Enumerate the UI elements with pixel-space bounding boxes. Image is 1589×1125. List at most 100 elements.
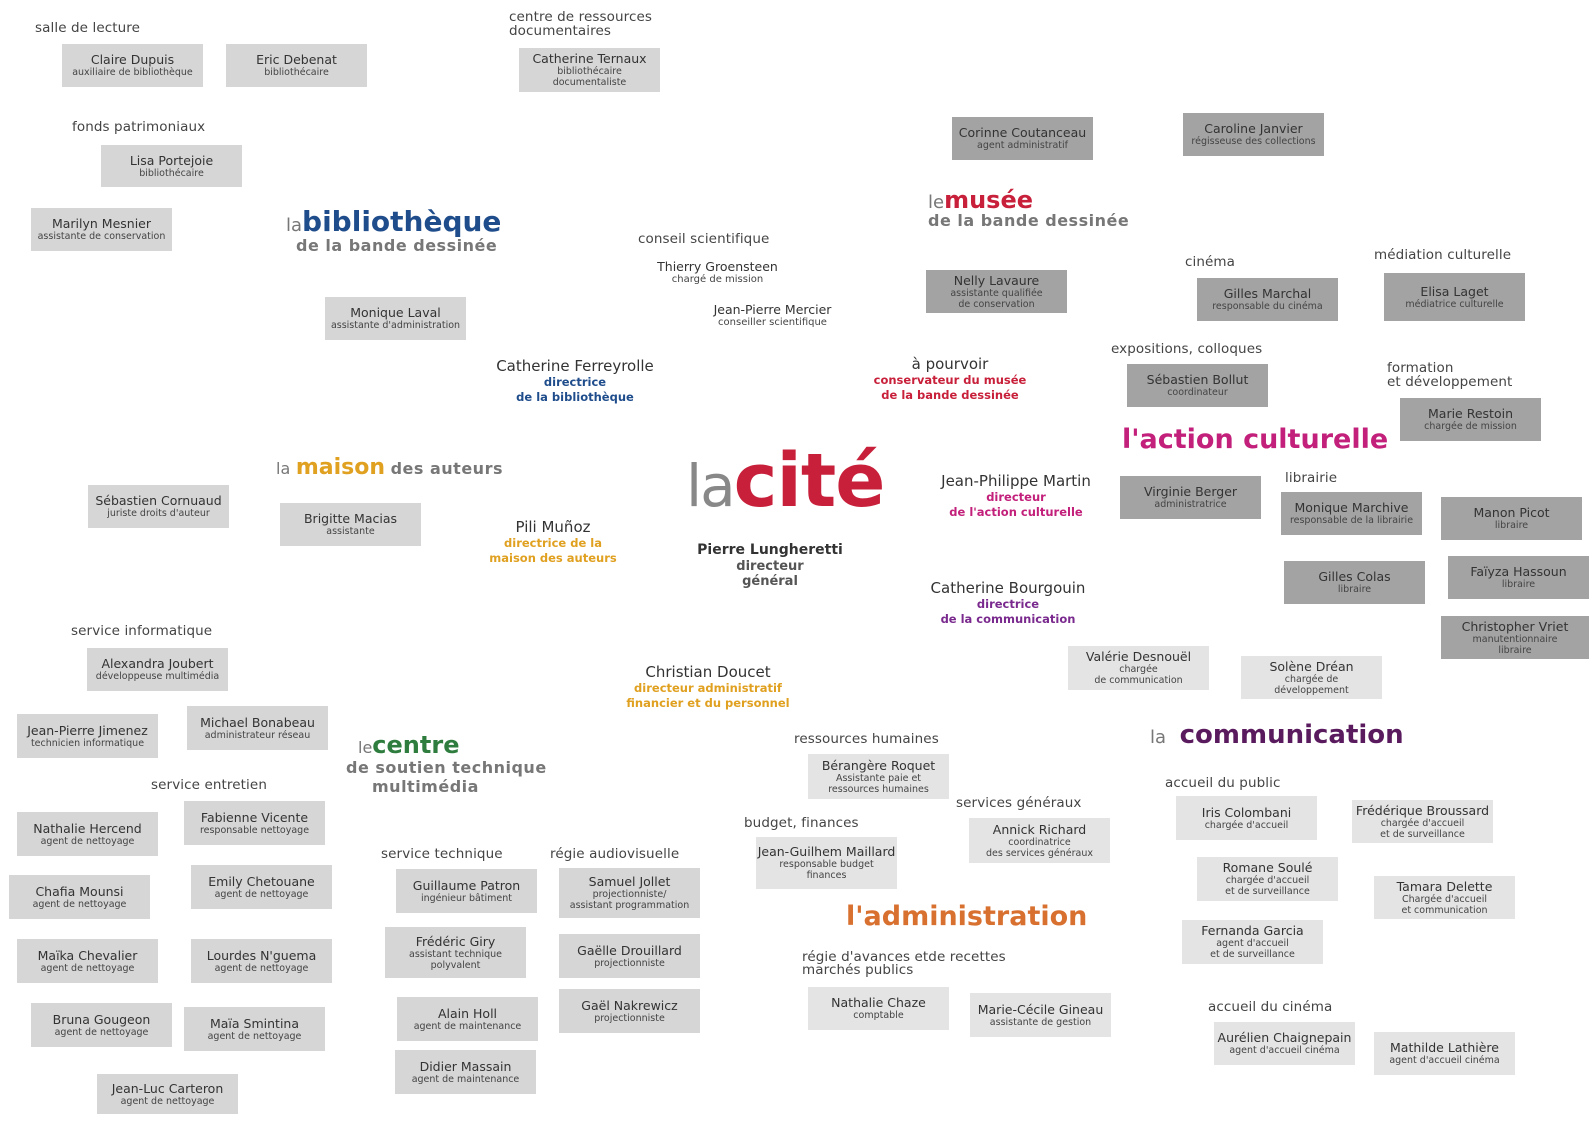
person-box-mesnier: Marilyn Mesnier assistante de conservati… [31,208,172,251]
logo-centre-main: centre [372,731,460,759]
person-box-drean: Solène Dréan chargée de développement [1241,656,1382,699]
logo-maison-main: maison [295,455,386,480]
leader-communication-name: Catherine Bourgouin [930,579,1086,597]
person-name: Maïka Chevalier [37,947,138,963]
person-box-nguema: Lourdes N'guema agent de nettoyage [191,939,332,983]
person-box-broussard: Frédérique Broussard chargée d'accueil e… [1352,800,1493,843]
person-role: bibliothécaire [139,167,204,179]
person-box-colombani: Iris Colombani chargée d'accueil [1176,796,1317,840]
header-services-generaux: services généraux [956,795,1082,811]
person-role: agent de maintenance [411,1073,520,1085]
person-name: Nelly Lavaure [953,272,1040,288]
person-role: responsable de la librairie [1289,515,1414,526]
person-role: projectionniste/ [592,889,667,900]
leader-maison: Pili Muñoz directrice de la maison des a… [483,518,623,566]
person-role: assistant programmation [569,900,690,911]
person-role: bibliothécaire [264,67,329,78]
person-name: Bruna Gougeon [52,1011,151,1027]
leader-maison-name: Pili Muñoz [515,518,591,536]
person-name: Gilles Colas [1318,569,1391,584]
person-box-roquet: Bérangère Roquet Assistante paie et ress… [808,754,949,799]
person-box-soule: Romane Soulé chargée d'accueil et de sur… [1197,857,1338,901]
person-name: Nathalie Hercend [33,820,142,836]
person-role: agent d'accueil cinéma [1229,1045,1340,1056]
person-box-hassoun: Faïyza Hassoun libraire [1448,556,1589,599]
logo-centre-sub1: de soutien technique [346,758,547,777]
person-box-drouillard: Gaëlle Drouillard projectionniste [559,934,700,978]
person-role: chargé de mission [671,274,764,285]
person-box-coutanceau: Corinne Coutanceau agent administratif [952,117,1093,160]
person-name: Monique Marchive [1294,500,1409,515]
leader-administration-name: Christian Doucet [645,663,771,681]
leader-action-culturelle: Jean-Philippe Martin directeur de l'acti… [930,472,1102,520]
person-role: technicien informatique [30,737,145,749]
person-name: Romane Soulé [1222,860,1313,875]
person-role: bibliothécaire [557,66,622,77]
person-box-vicente: Fabienne Vicente responsable nettoyage [184,801,325,845]
person-box-delette: Tamara Delette Chargée d'accueil et comm… [1374,876,1515,919]
logo-musee-sub: de la bande dessinée [928,211,1130,230]
person-name: Eric Debenat [256,52,337,67]
person-role: coordinateur [1167,387,1228,398]
person-role: conseiller scientifique [718,317,827,328]
person-role: chargée d'accueil [1225,875,1310,886]
person-name: Corinne Coutanceau [958,125,1087,140]
person-name: Tamara Delette [1396,878,1493,894]
header-regie-avances-2: marchés publics [802,962,914,978]
person-box-bollut: Sébastien Bollut coordinateur [1127,364,1268,407]
person-role: libraire [1494,520,1529,531]
person-box-chetouane: Emily Chetouane agent de nettoyage [191,865,332,909]
person-role: assistante qualifiée [950,287,1043,299]
person-box-chaze: Nathalie Chaze comptable [808,987,949,1030]
person-name: Jean-Pierre Mercier [713,302,832,317]
person-role: agent administratif [977,140,1068,151]
person-name: Iris Colombani [1201,804,1292,820]
person-role: et communication [1401,904,1488,916]
person-name: Alain Holl [437,1005,498,1021]
person-box-jimenez: Jean-Pierre Jimenez technicien informati… [17,714,158,758]
leader-general-title2: général [742,574,798,589]
leader-action-title2: de l'action culturelle [949,505,1083,519]
person-box-richard: Annick Richard coordinatrice des service… [969,818,1110,863]
person-box-carteron: Jean-Luc Carteron agent de nettoyage [97,1074,238,1114]
person-role: assistante de conservation [37,231,166,242]
person-role: administratrice [1154,499,1227,510]
person-box-dupuis: Claire Dupuis auxiliaire de bibliothèque [62,44,203,87]
person-box-berger: Virginie Berger administratrice [1120,476,1261,519]
person-box-giry: Frédéric Giry assistant technique polyva… [385,927,526,978]
logo-cite-main: cité [733,438,886,524]
logo-centre: lecentre de soutien technique multimédia [346,733,547,795]
person-box-jollet: Samuel Jollet projectionniste/ assistant… [559,868,700,918]
person-role: responsable budget [779,859,874,870]
header-centre-ressources-2: documentaires [509,23,612,39]
person-name: Elisa Laget [1420,283,1489,299]
person-name: Jean-Pierre Jimenez [27,722,148,738]
person-name: Christopher Vriet [1461,618,1569,634]
person-role: coordinatrice [1008,836,1071,848]
person-role: agent de nettoyage [207,1030,302,1042]
person-role: agent de nettoyage [54,1026,149,1038]
person-role: chargée [1119,664,1158,675]
person-name: Claire Dupuis [90,52,175,67]
logo-bibliotheque: labibliothèque de la bande dessinée [286,208,501,254]
leader-bibliotheque-name: Catherine Ferreyrolle [496,357,654,375]
leader-administration: Christian Doucet directeur administratif… [618,663,798,711]
header-formation-2: et développement [1387,374,1513,390]
person-role: agent d'accueil [1216,938,1289,949]
person-name: Marilyn Mesnier [51,216,152,231]
logo-musee-main: musée [944,186,1034,214]
person-role: assistante d'administration [330,320,461,331]
person-box-chevalier: Maïka Chevalier agent de nettoyage [17,939,158,983]
leader-action-title1: directeur [986,490,1046,504]
person-role: développement [1274,684,1349,696]
person-name: Marie-Cécile Gineau [977,1001,1104,1017]
person-role: et de surveillance [1225,886,1310,897]
header-centre-ressources-1: centre de ressources [509,9,653,25]
person-name: Solène Dréan [1269,658,1354,674]
person-role: médiatrice culturelle [1405,298,1504,310]
person-box-maillard: Jean-Guilhem Maillard responsable budget… [756,837,897,889]
person-role: auxiliaire de bibliothèque [72,67,193,78]
person-role: chargée de [1284,673,1339,685]
person-role: projectionniste [594,957,665,969]
leader-general-name: Pierre Lungheretti [697,542,843,558]
